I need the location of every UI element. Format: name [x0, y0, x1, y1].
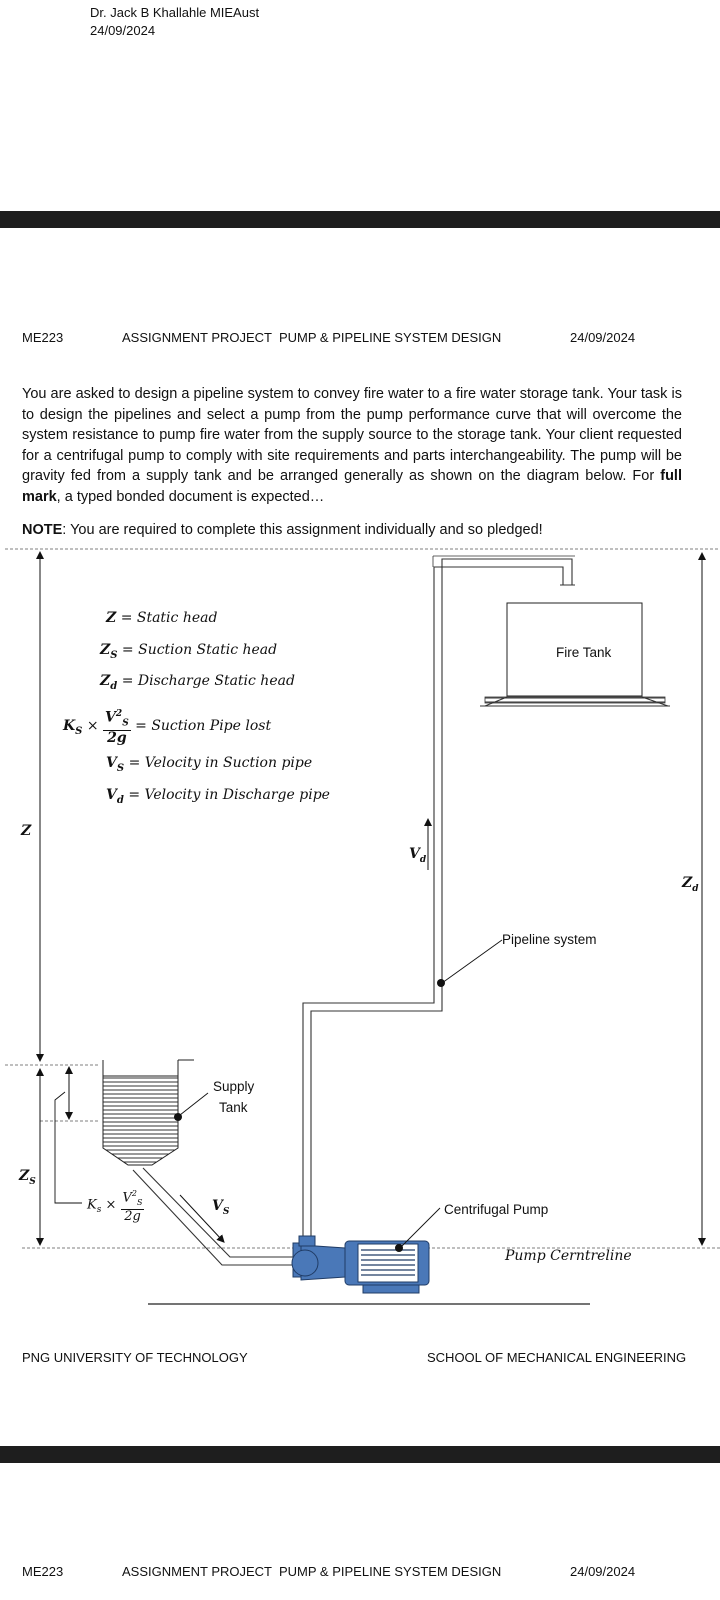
author-block: Dr. Jack B Khallahle MIEAust 24/09/2024 — [90, 4, 259, 40]
supply-tank — [102, 1075, 179, 1166]
header-date: 24/09/2024 — [570, 330, 636, 345]
footer-school: SCHOOL OF MECHANICAL ENGINEERING — [427, 1350, 687, 1365]
author-date: 24/09/2024 — [90, 23, 156, 38]
page-separator — [0, 211, 720, 228]
suction-loss-label: Ks × V2S 2g — [87, 1189, 145, 1224]
fire-tank — [506, 602, 643, 697]
supply-tank-label-2: Tank — [219, 1100, 248, 1115]
legend-zd: Zd = Discharge Static head — [100, 673, 295, 692]
legend-vs: VS = Velocity in Suction pipe — [106, 755, 313, 774]
legend-vd: Vd = Velocity in Discharge pipe — [106, 787, 330, 806]
zs-label: ZS — [19, 1168, 36, 1187]
legend-z: Z = Static head — [106, 610, 218, 626]
fire-tank-label: Fire Tank — [556, 645, 612, 660]
centrifugal-pump — [291, 1235, 430, 1294]
course-code: ME223 — [22, 330, 64, 345]
paragraph-text: You are asked to design a pipeline syste… — [22, 386, 682, 484]
document-title: ASSIGNMENT PROJECT PUMP & PIPELINE SYSTE… — [122, 330, 502, 345]
legend-zs: ZS = Suction Static head — [100, 642, 278, 661]
supply-tank-label-1: Supply — [213, 1079, 255, 1094]
document-title-2: ASSIGNMENT PROJECT PUMP & PIPELINE SYSTE… — [122, 1564, 502, 1579]
author-name: Dr. Jack B Khallahle MIEAust — [90, 5, 260, 20]
vs-arrow — [179, 1194, 225, 1243]
header-date-2: 24/09/2024 — [570, 1564, 636, 1579]
paragraph-tail: , a typed bonded document is expected… — [56, 488, 325, 505]
legend-ks: KS × V2S 2g = Suction Pipe lost — [63, 709, 272, 747]
pipeline-system-label: Pipeline system — [502, 932, 597, 947]
centreline-label: Pump Cerntreline — [505, 1248, 632, 1264]
zd-label: Zd — [682, 875, 699, 894]
note-label: NOTE — [22, 522, 63, 538]
paragraph-bold: full mark — [22, 468, 682, 505]
vd-label: Vd — [409, 846, 427, 865]
vs-label: VS — [212, 1198, 230, 1217]
assignment-paragraph: You are asked to design a pipeline syste… — [22, 384, 682, 507]
z-label: Z — [21, 823, 32, 839]
note-text: : You are required to complete this assi… — [62, 522, 543, 538]
page-separator-2 — [0, 1446, 720, 1463]
pump-label: Centrifugal Pump — [444, 1202, 549, 1217]
note-line: NOTE: You are required to complete this … — [22, 522, 543, 538]
footer-university: PNG UNIVERSITY OF TECHNOLOGY — [22, 1350, 248, 1365]
course-code-2: ME223 — [22, 1564, 64, 1579]
